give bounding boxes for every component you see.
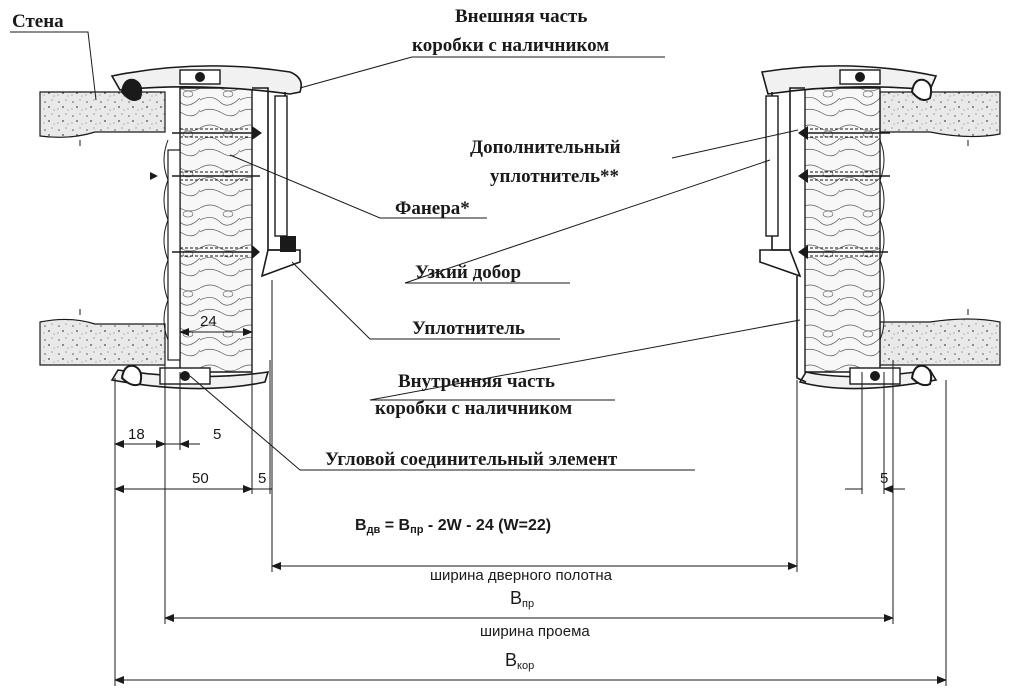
label-inner-frame-line2: коробки с наличником — [375, 398, 572, 419]
leader-extra-seal — [671, 129, 799, 159]
opening-width-symbol: Bпр — [510, 588, 534, 610]
dimension-lines — [114, 280, 947, 686]
leader-seal — [291, 261, 560, 340]
dim-5-mid: 5 — [258, 470, 266, 487]
right-wall-upper — [879, 91, 1001, 138]
right-frame-assembly — [759, 65, 1001, 390]
door-width-formula: Bдв = Bпр - 2W - 24 (W=22) — [355, 517, 551, 536]
label-corner-connector: Угловой соединительный элемент — [325, 449, 618, 470]
opening-width-label: ширина проема — [480, 623, 590, 640]
callout-labels: Стена Внешняя часть коробки с наличником… — [12, 6, 621, 470]
label-extra-seal-line1: Дополнительный — [470, 137, 621, 158]
label-seal: Уплотнитель — [412, 318, 525, 339]
right-wood-jamb — [804, 87, 881, 373]
label-plywood: Фанера* — [395, 198, 470, 219]
dim-50: 50 — [192, 470, 209, 487]
left-wall-upper — [39, 91, 166, 138]
label-narrow-extension: Узкий добор — [415, 262, 521, 283]
frame-width-symbol: Bкор — [505, 650, 534, 672]
label-wall: Стена — [12, 11, 64, 32]
leader-narrow-extension — [404, 159, 771, 284]
leader-inner-frame — [369, 319, 801, 401]
right-screws — [798, 126, 890, 259]
dimension-values: 24 18 5 50 5 5 — [128, 313, 888, 487]
left-wall-lower — [39, 318, 166, 366]
label-inner-frame-line1: Внутренняя часть — [398, 371, 555, 392]
dim-5-left: 5 — [213, 426, 221, 443]
left-frame-assembly — [39, 65, 303, 390]
dim-24: 24 — [200, 313, 217, 330]
leader-corner-connector — [189, 375, 695, 471]
label-extra-seal-line2: уплотнитель** — [490, 166, 619, 187]
left-screws — [150, 126, 262, 259]
label-outer-frame-line2: коробки с наличником — [412, 35, 609, 56]
leader-lines — [10, 31, 801, 471]
leader-outer-frame — [299, 56, 665, 89]
leader-wall — [10, 31, 97, 101]
door-leaf-width-label: ширина дверного полотна — [430, 567, 613, 584]
dim-18: 18 — [128, 426, 145, 443]
right-wall-lower — [879, 318, 1001, 366]
label-outer-frame-line1: Внешняя часть — [455, 6, 587, 27]
leader-plywood — [229, 154, 487, 219]
dim-5-right: 5 — [880, 470, 888, 487]
